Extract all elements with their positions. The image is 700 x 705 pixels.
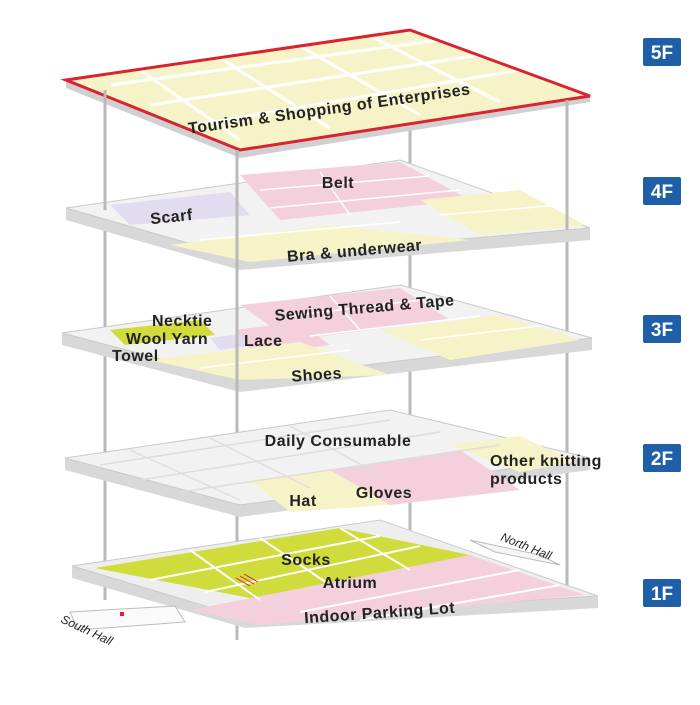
floor-5f-slab [66, 30, 590, 150]
floor-5f-grid [109, 34, 521, 142]
floor-2f-zone-cream [250, 470, 390, 512]
badge-4f: 4F [643, 177, 681, 205]
floor-2f-zone-cream2 [450, 436, 575, 472]
zone-label-wool-yarn: Wool Yarn [126, 331, 208, 348]
zone-label-towel: Towel [112, 348, 159, 365]
floor-3f-zone-wool-yarn [110, 320, 215, 345]
badge-5f: 5F [643, 38, 681, 66]
floor-5f-border [60, 28, 591, 152]
zone-label-scarf: Scarf [149, 207, 193, 228]
floor-badges: 5F 4F 3F 2F 1F [643, 38, 681, 607]
zone-label-hat: Hat [289, 493, 316, 510]
badge-5f-text: 5F [651, 43, 673, 64]
floor-4f: Belt Scarf Bra & underwear [65, 159, 591, 270]
badge-4f-text: 4F [651, 182, 673, 203]
floor-2f-slab-edge [65, 458, 590, 517]
floor-1f: Socks Atrium Indoor Parking Lot North Ha… [59, 519, 599, 648]
south-hall-marker [120, 612, 124, 616]
badge-3f-text: 3F [651, 320, 673, 341]
zone-label-daily-consumable: Daily Consumable [265, 433, 412, 450]
zone-label-belt: Belt [322, 175, 354, 192]
floor-1f-zone-socks [95, 528, 470, 600]
floor-5f: Tourism & Shopping of Enterprises [60, 28, 591, 158]
floor-5f-slab-edge [66, 80, 590, 158]
floor-3f-zone-shoes [150, 342, 390, 380]
zone-label-other-knitting: Other knitting [490, 453, 602, 470]
badge-1f: 1F [643, 579, 681, 607]
zone-label-gloves: Gloves [356, 485, 412, 502]
zone-label-products: products [490, 471, 562, 488]
floor-4f-slab-edge [66, 208, 590, 270]
floor-4f-grid [199, 171, 561, 241]
floor-3f: Sewing Thread & Tape Necktie Wool Yarn L… [61, 284, 593, 392]
floor-3f-slab-edge [62, 333, 592, 392]
pillar-overlays [103, 90, 569, 405]
floor-2f: Daily Consumable Other knitting products… [64, 409, 602, 517]
floor-4f-zone-right [420, 190, 585, 235]
badge-2f: 2F [643, 444, 681, 472]
floor-1f-zone-parking [190, 555, 585, 625]
badge-2f-text: 2F [651, 449, 673, 470]
floor-1f-grid [149, 527, 561, 621]
floor-4f-zone-scarf [110, 192, 250, 225]
floor-3f-zone-right [380, 315, 580, 360]
floor-3f-grid [199, 295, 541, 369]
floor-2f-slab [64, 409, 591, 506]
badge-3f: 3F [643, 315, 681, 343]
zone-label-shoes: Shoes [291, 365, 343, 385]
floor-4f-zone-bra [170, 225, 470, 262]
south-hall-annex [69, 605, 186, 631]
zone-label-atrium: Atrium [323, 575, 378, 592]
north-hall-annex [469, 539, 561, 566]
zone-label-socks: Socks [281, 552, 331, 569]
floor-1f-stripe [235, 573, 259, 587]
floor-3f-zone-lavender [210, 334, 250, 350]
zone-label-necktie: Necktie [152, 313, 212, 330]
badge-1f-text: 1F [651, 584, 673, 605]
zone-label-lace: Lace [244, 333, 282, 350]
floor-2f-grid [99, 419, 501, 501]
